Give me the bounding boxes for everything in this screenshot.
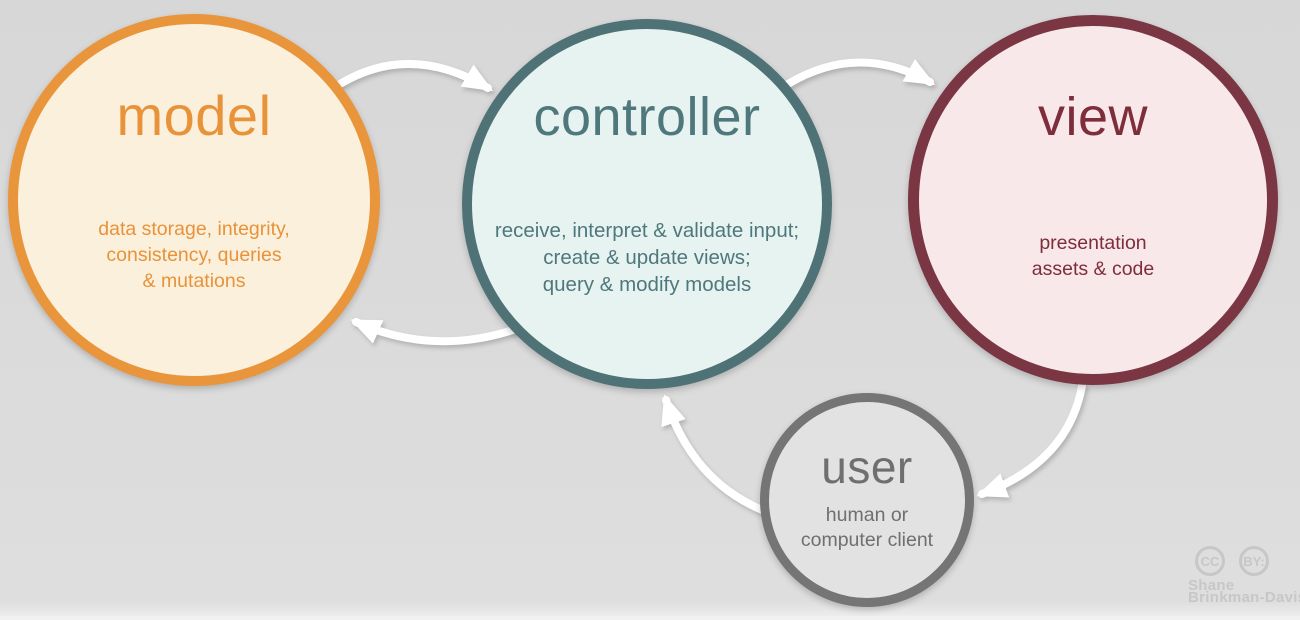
user-title: user — [821, 441, 913, 493]
arrow-view-to-user — [976, 382, 1086, 498]
by-badge-icon: BY: — [1239, 546, 1269, 576]
user-description: human or computer client — [800, 504, 934, 551]
cc-attribution: CC BY: Shane Brinkman-Davis — [1188, 546, 1300, 606]
arrow-controller-to-view — [784, 58, 936, 88]
model-description: data storage, integrity, consistency, qu… — [98, 218, 290, 292]
attribution-name-line2: Brinkman-Davis — [1188, 589, 1300, 606]
attribution-name: Shane Brinkman-Davis — [1188, 577, 1300, 606]
cc-badge-icon: CC — [1195, 546, 1225, 576]
license-badges: CC BY: — [1195, 546, 1292, 576]
arrow-model-to-controller — [336, 59, 494, 92]
controller-node: controller receive, interpret & validate… — [462, 19, 832, 389]
arrow-controller-to-model — [350, 318, 517, 346]
view-title: view — [1037, 87, 1149, 147]
view-description: presentation assets & code — [1031, 232, 1155, 280]
view-node: view presentation assets & code — [908, 15, 1278, 385]
model-title: model — [116, 84, 272, 147]
model-node: model data storage, integrity, consisten… — [8, 14, 380, 386]
user-node: user human or computer client — [760, 393, 974, 607]
attribution-name-line1: Shane — [1188, 577, 1235, 594]
controller-title: controller — [533, 87, 761, 147]
bottom-edge-strip — [0, 616, 1300, 620]
controller-description: receive, interpret & validate input; cre… — [494, 219, 800, 296]
arrow-user-to-controller — [661, 394, 766, 514]
